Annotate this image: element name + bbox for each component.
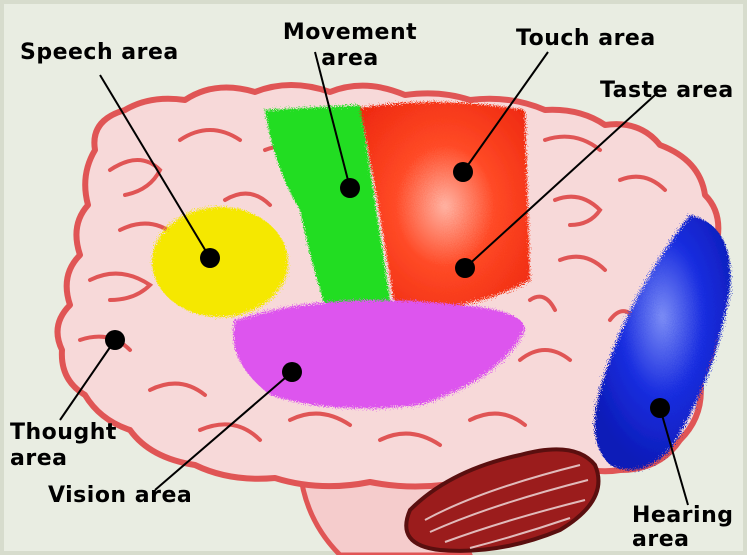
touch-area-text: Touch area bbox=[516, 26, 656, 52]
hearing-area-text-line1: Hearing bbox=[632, 503, 733, 529]
thought-area-text-line1: Thought bbox=[10, 420, 117, 446]
speech-region bbox=[152, 207, 288, 317]
thought-area-label: Thought area bbox=[10, 420, 117, 472]
movement-area-text-line2: area bbox=[270, 46, 430, 72]
hearing-area-text-line2: area bbox=[632, 527, 733, 553]
thought-area-text-line2: area bbox=[10, 446, 117, 472]
movement-area-label: Movement area bbox=[270, 20, 430, 72]
taste-area-label: Taste area bbox=[600, 78, 734, 104]
movement-area-text-line1: Movement bbox=[270, 20, 430, 46]
speech-area-text: Speech area bbox=[20, 40, 179, 66]
touch-area-label: Touch area bbox=[516, 26, 656, 52]
vision-area-label: Vision area bbox=[48, 483, 192, 509]
taste-area-text: Taste area bbox=[600, 78, 734, 104]
hearing-area-label: Hearing area bbox=[632, 503, 733, 553]
speech-area-label: Speech area bbox=[20, 40, 179, 66]
vision-area-text: Vision area bbox=[48, 483, 192, 509]
